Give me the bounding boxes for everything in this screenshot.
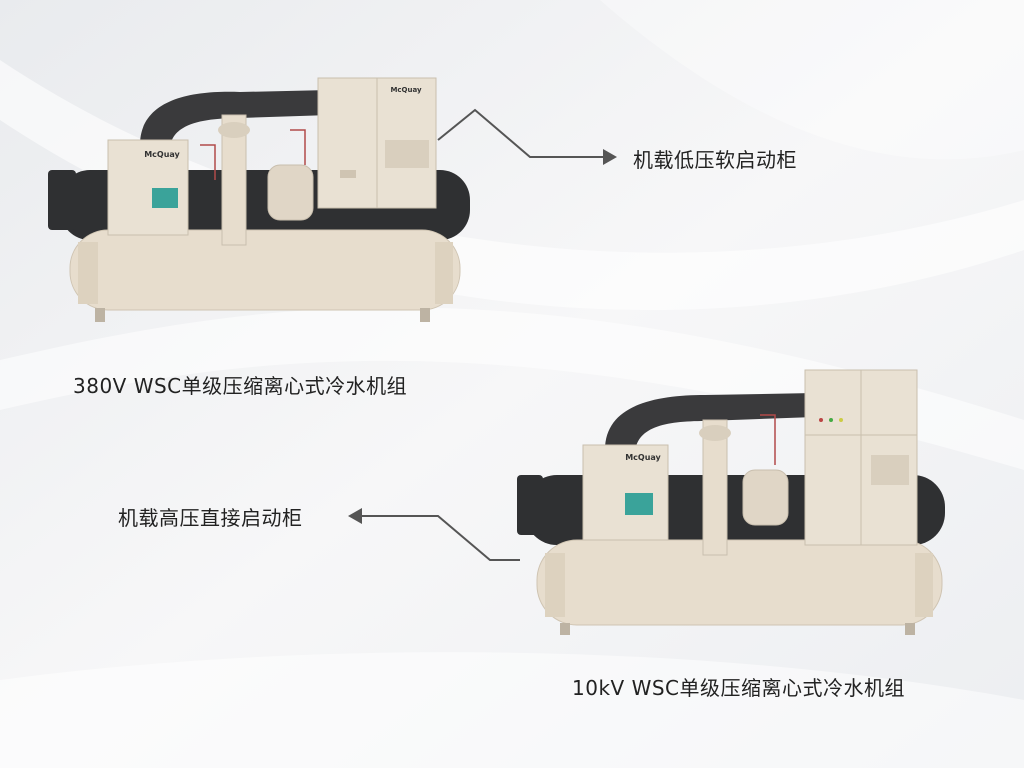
callout-high-voltage-starter: 机载高压直接启动柜 [118,506,303,530]
chiller-10kv-image: McQuay [517,369,945,635]
cabinet-brand: McQuay [390,86,422,94]
brand-logo-2: McQuay [625,453,661,462]
callout-low-voltage-starter: 机载低压软启动柜 [633,148,797,172]
chiller-380v-image: McQuay McQuay [48,77,470,322]
caption-380v-chiller: 380V WSC单级压缩离心式冷水机组 [73,374,408,398]
brand-logo: McQuay [144,150,180,159]
caption-10kv-chiller: 10kV WSC单级压缩离心式冷水机组 [572,676,906,700]
